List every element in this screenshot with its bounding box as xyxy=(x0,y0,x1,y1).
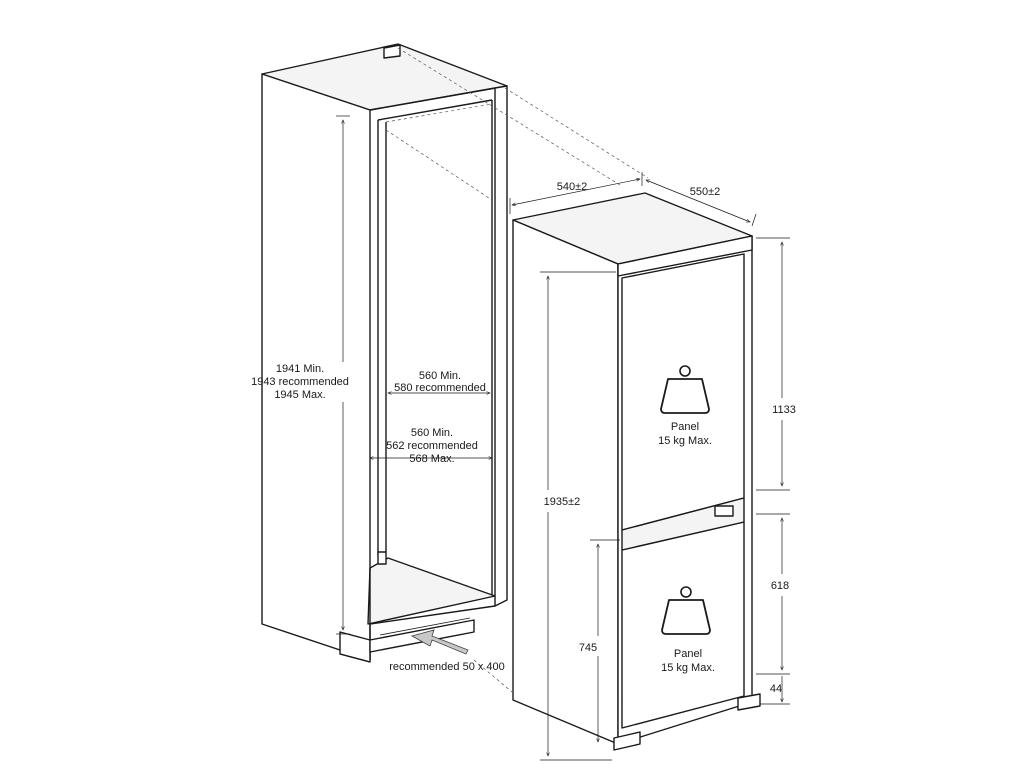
cabinet-hinge-block xyxy=(377,551,387,565)
cabinet-width-min: 560 Min. xyxy=(411,427,453,439)
appliance-top-trim xyxy=(617,235,753,277)
upper-panel-weight: Panel 15 kg Max. xyxy=(658,365,712,447)
cabinet-top-edge xyxy=(383,44,401,59)
cabinet-height-max: 1945 Max. xyxy=(274,389,325,401)
weight-icon xyxy=(660,365,710,414)
cabinet-side-right xyxy=(494,85,508,607)
lower-panel-weight: Panel 15 kg Max. xyxy=(661,586,715,674)
upper-panel-title: Panel xyxy=(671,421,699,433)
cabinet-dimensions xyxy=(336,115,492,635)
cabinet-width-recommended: 562 recommended xyxy=(386,440,478,452)
weight-icon xyxy=(661,586,711,635)
cabinet-labels: 1941 Min. 1943 recommended 1945 Max. 560… xyxy=(251,363,486,465)
appliance-dimensions xyxy=(509,172,790,761)
door-gap-rail xyxy=(621,497,745,551)
appliance-foot-right xyxy=(737,693,761,711)
lower-door-offset-label: 745 xyxy=(579,642,597,654)
vent-callout: recommended 50 x 400 xyxy=(389,629,505,673)
plinth-height-label: 44 xyxy=(770,683,782,695)
cabinet-height-recommended: 1943 recommended xyxy=(251,376,349,388)
appliance-height-label: 1935±2 xyxy=(544,496,581,508)
appliance-side xyxy=(512,219,619,745)
appliance-foot-left xyxy=(613,731,641,751)
appliance-width-label: 540±2 xyxy=(557,181,588,193)
door-hinge xyxy=(714,505,734,517)
vent-arrow-icon xyxy=(410,629,469,655)
cabinet-housing xyxy=(261,43,508,663)
upper-panel-limit: 15 kg Max. xyxy=(658,435,712,447)
cabinet-depth-min: 560 Min. xyxy=(419,370,461,382)
cabinet-depth-recommended: 580 recommended xyxy=(394,382,486,394)
lower-panel-title: Panel xyxy=(674,648,702,660)
appliance-body xyxy=(512,192,761,751)
cabinet-height-min: 1941 Min. xyxy=(276,363,324,375)
projection-lines xyxy=(397,47,649,693)
appliance-labels: 540±2 550±2 1935±2 745 1133 618 44 xyxy=(544,181,796,695)
upper-door-height-label: 1133 xyxy=(772,404,796,416)
lower-panel-limit: 15 kg Max. xyxy=(661,662,715,674)
lower-door-height-label: 618 xyxy=(771,580,789,592)
cabinet-floor xyxy=(367,557,496,625)
appliance-depth-label: 550±2 xyxy=(690,186,721,198)
cabinet-width-max: 568 Max. xyxy=(409,453,454,465)
vent-label: recommended 50 x 400 xyxy=(389,661,505,673)
